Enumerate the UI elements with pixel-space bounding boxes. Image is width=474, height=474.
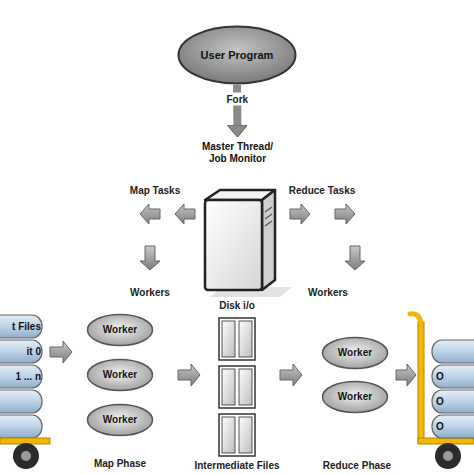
cart-hub xyxy=(21,451,31,461)
node-text: 1 ... n xyxy=(15,371,41,383)
cart-handle xyxy=(418,322,424,442)
cylinder-shape xyxy=(432,415,474,438)
node-text: Worker xyxy=(338,391,372,403)
text-label: Reduce Tasks xyxy=(289,185,356,196)
process-ellipse: Worker xyxy=(86,313,154,347)
file-cylinder: O xyxy=(430,389,474,414)
node-text: O xyxy=(436,421,444,433)
node-text: O xyxy=(436,396,444,408)
block-arrow xyxy=(335,204,355,224)
master-server: Master Thread/ Job Monitor xyxy=(180,137,295,292)
file-cylinder: 1 ... n xyxy=(0,364,44,389)
ellipse-shape xyxy=(88,405,153,436)
text-label: Workers xyxy=(130,287,170,298)
process-ellipse: User Program xyxy=(177,25,297,85)
disk-cell xyxy=(239,321,252,357)
file-cylinder: O xyxy=(430,414,474,439)
disk-cell xyxy=(222,417,235,453)
cylinder-shape xyxy=(432,390,474,413)
process-ellipse: Worker xyxy=(86,403,154,437)
ellipse-shape xyxy=(179,27,296,84)
text-label: Map Tasks xyxy=(130,185,180,196)
cylinder-shape xyxy=(0,365,42,388)
process-ellipse: Worker xyxy=(321,380,389,414)
block-arrow xyxy=(396,364,416,386)
cylinder-shape xyxy=(0,315,42,338)
node-text: Worker xyxy=(103,369,137,381)
file-cylinder xyxy=(0,415,42,438)
node-text: O xyxy=(436,371,444,383)
ellipse-shape xyxy=(88,360,153,391)
text-label: Map Phase xyxy=(94,458,146,469)
text-label: Workers xyxy=(308,287,348,298)
node-text: Worker xyxy=(103,324,137,336)
disk-cell xyxy=(222,321,235,357)
server-vent xyxy=(265,214,272,219)
disk-cell xyxy=(222,369,235,405)
node-text: Worker xyxy=(103,414,137,426)
block-arrow xyxy=(290,204,310,224)
text-label: Reduce Phase xyxy=(323,460,391,471)
file-cylinder xyxy=(432,340,474,363)
cart-handle-grip xyxy=(410,314,421,323)
server-vent xyxy=(265,207,272,212)
cart-wheel xyxy=(435,443,461,469)
text-label: Intermediate Files xyxy=(194,460,279,471)
disk-file xyxy=(219,414,255,456)
ellipse-shape xyxy=(323,338,388,369)
server-vent xyxy=(265,221,272,226)
disk-file xyxy=(219,318,255,360)
file-cylinder: O xyxy=(430,364,474,389)
process-ellipse: Worker xyxy=(321,336,389,370)
cylinder-shape xyxy=(432,365,474,388)
cart-wheel xyxy=(13,443,39,469)
disk-cell xyxy=(239,417,252,453)
disk-cell xyxy=(239,369,252,405)
node-text: it 0 xyxy=(27,346,41,358)
server-front xyxy=(205,200,262,290)
block-arrow xyxy=(280,364,302,386)
server-side xyxy=(262,190,275,290)
node-text: Worker xyxy=(338,347,372,359)
block-arrow xyxy=(345,246,365,270)
block-arrow xyxy=(140,204,160,224)
cart-hub xyxy=(443,451,453,461)
process-ellipse: Worker xyxy=(86,358,154,392)
block-arrow xyxy=(178,364,200,386)
node-text: Master Thread/ Job Monitor xyxy=(193,141,283,165)
node-text: t Files xyxy=(12,321,41,333)
edge-label: Fork xyxy=(223,93,251,106)
text-label: Disk i/o xyxy=(219,300,255,311)
block-arrow xyxy=(175,204,195,224)
node-text: User Program xyxy=(201,49,274,61)
disk-file xyxy=(219,366,255,408)
cart-base xyxy=(418,438,474,444)
block-arrow xyxy=(50,341,72,363)
block-arrow xyxy=(140,246,160,270)
file-cylinder: t Files xyxy=(0,314,44,339)
cylinder-shape xyxy=(0,340,42,363)
ellipse-shape xyxy=(323,382,388,413)
ellipse-shape xyxy=(88,315,153,346)
file-cylinder xyxy=(0,390,42,413)
file-cylinder: it 0 xyxy=(0,339,44,364)
